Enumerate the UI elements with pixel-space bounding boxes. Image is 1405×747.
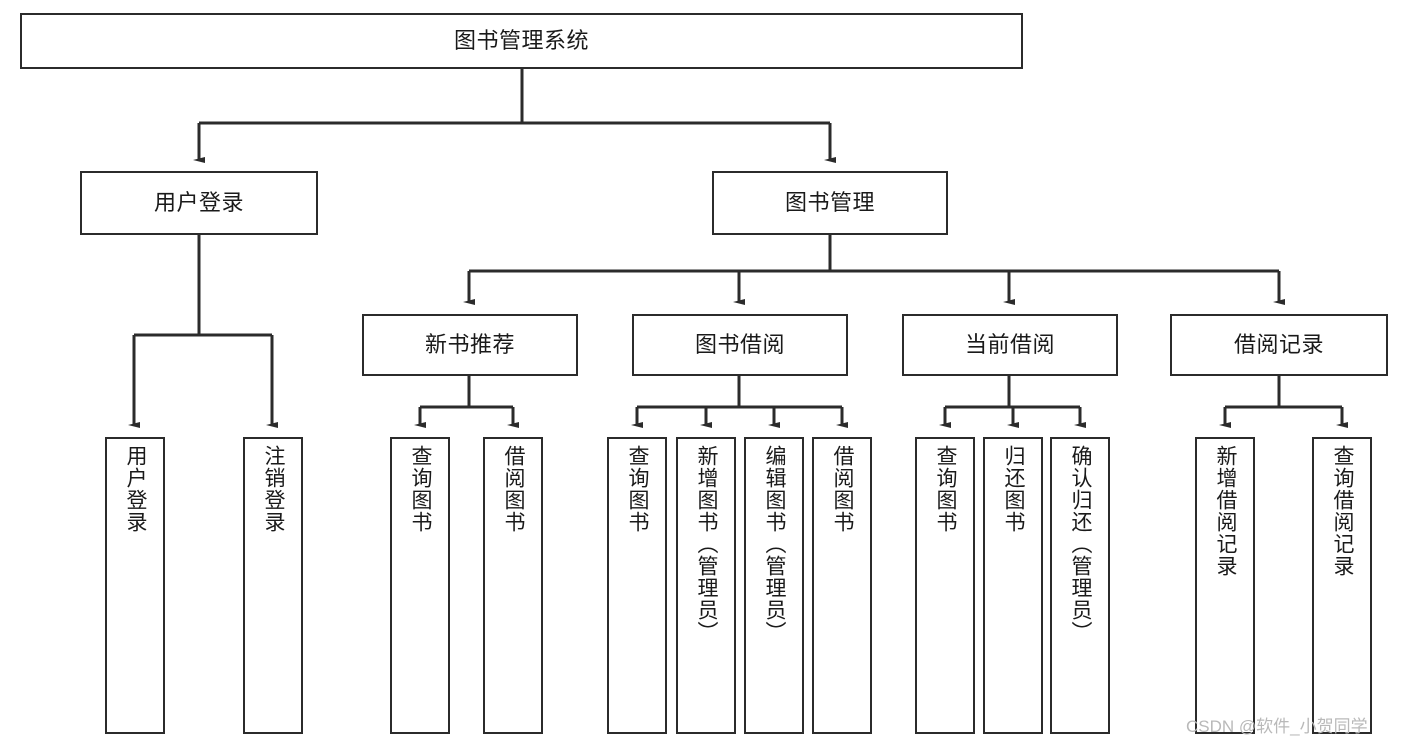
leaf-query-book-2[interactable]: 查询图书 [607,437,667,734]
node-current-borrow[interactable]: 当前借阅 [902,314,1118,376]
leaf-query-borrow-record-label: 查询借阅记录 [1331,445,1355,577]
leaf-confirm-return-admin-label: 确认归还（管理员） [1069,445,1093,643]
leaf-add-book-admin[interactable]: 新增图书（管理员） [676,437,736,734]
leaf-user-login-label: 用户登录 [124,445,148,533]
leaf-return-book[interactable]: 归还图书 [983,437,1043,734]
node-book-borrow-label: 图书借阅 [694,332,785,358]
node-user-login-label: 用户登录 [153,190,244,216]
leaf-query-book-3-label: 查询图书 [934,445,958,533]
leaf-edit-book-admin-label: 编辑图书（管理员） [763,445,787,643]
leaf-query-borrow-record[interactable]: 查询借阅记录 [1312,437,1372,734]
leaf-borrow-book-2[interactable]: 借阅图书 [812,437,872,734]
leaf-borrow-book-2-label: 借阅图书 [831,445,855,533]
node-borrow-record[interactable]: 借阅记录 [1170,314,1388,376]
leaf-edit-book-admin[interactable]: 编辑图书（管理员） [744,437,804,734]
leaf-query-book-1[interactable]: 查询图书 [390,437,450,734]
csdn-watermark: CSDN @软件_小贺同学 [1186,717,1368,736]
node-current-borrow-label: 当前借阅 [964,332,1055,358]
leaf-user-login[interactable]: 用户登录 [105,437,165,734]
leaf-add-book-admin-label: 新增图书（管理员） [695,445,719,643]
leaf-user-logout[interactable]: 注销登录 [243,437,303,734]
node-book-borrow[interactable]: 图书借阅 [632,314,848,376]
node-borrow-record-label: 借阅记录 [1233,332,1324,358]
node-new-book-recommend[interactable]: 新书推荐 [362,314,578,376]
node-new-book-recommend-label: 新书推荐 [424,332,515,358]
leaf-return-book-label: 归还图书 [1002,445,1026,533]
node-root[interactable]: 图书管理系统 [20,13,1023,69]
node-root-label: 图书管理系统 [453,28,589,54]
node-user-login[interactable]: 用户登录 [80,171,318,235]
leaf-borrow-book-1-label: 借阅图书 [502,445,526,533]
leaf-confirm-return-admin[interactable]: 确认归还（管理员） [1050,437,1110,734]
leaf-borrow-book-1[interactable]: 借阅图书 [483,437,543,734]
leaf-user-logout-label: 注销登录 [262,445,286,533]
leaf-query-book-3[interactable]: 查询图书 [915,437,975,734]
leaf-query-book-2-label: 查询图书 [626,445,650,533]
leaf-add-borrow-record-label: 新增借阅记录 [1214,445,1238,577]
node-book-manage-label: 图书管理 [784,190,875,216]
leaf-query-book-1-label: 查询图书 [409,445,433,533]
leaf-add-borrow-record[interactable]: 新增借阅记录 [1195,437,1255,734]
node-book-manage[interactable]: 图书管理 [712,171,948,235]
